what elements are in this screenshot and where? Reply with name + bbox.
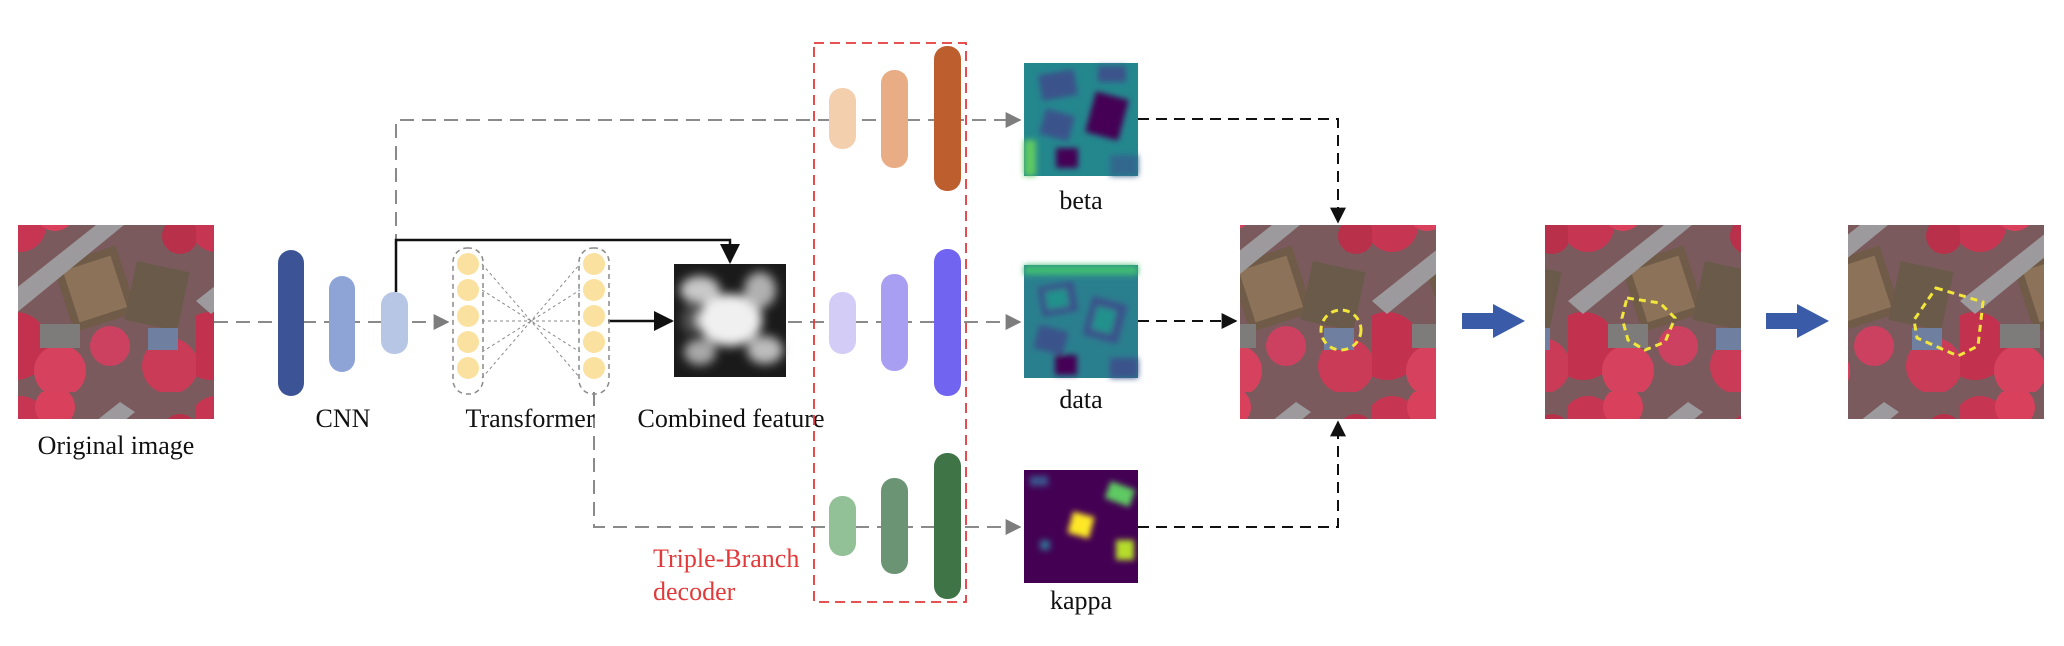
combined-feature-label: Combined feature (638, 404, 825, 433)
decoder-branch-beta (829, 46, 961, 191)
original-image (18, 225, 214, 419)
kappa-label: kappa (1050, 586, 1113, 615)
beta-label: beta (1059, 186, 1103, 215)
decoder-branch-data (829, 249, 961, 396)
transformer-block (452, 247, 610, 395)
kappa-map (1024, 470, 1138, 583)
original-image-label: Original image (38, 431, 195, 460)
cnn-block (278, 250, 408, 396)
decoder-box (813, 42, 967, 603)
decoder-branch-kappa (829, 453, 961, 599)
step-arrow-2 (1766, 304, 1829, 338)
result-image-final (1848, 225, 2044, 419)
cnn-layer-2 (329, 276, 355, 372)
intermediate-contour (1620, 296, 1677, 352)
combined-feature-map (674, 264, 786, 377)
transformer-nodes (457, 253, 605, 379)
transformer-connections (481, 263, 581, 379)
cnn-layer-3 (381, 292, 408, 354)
cnn-to-combined-arrow (394, 238, 740, 292)
beta-map (1024, 63, 1138, 176)
beta-skip-line (395, 112, 1022, 292)
beta-to-result-line (1138, 118, 1346, 224)
data-label: data (1059, 385, 1103, 414)
transformer-label: Transformer (465, 404, 594, 433)
kappa-skip-line (593, 392, 1022, 535)
result-image-intermediate (1545, 225, 1741, 419)
decoder-label-line2: decoder (653, 577, 736, 606)
data-map (1024, 265, 1138, 378)
final-contour (1912, 286, 1985, 358)
cnn-layer-1 (278, 250, 304, 396)
initial-contour (1319, 308, 1363, 352)
result-image-initial (1240, 225, 1436, 419)
step-arrow-1 (1462, 304, 1525, 338)
kappa-to-result-line (1138, 420, 1346, 528)
decoder-label-line1: Triple-Branch (653, 544, 799, 573)
cnn-label: CNN (316, 404, 371, 433)
